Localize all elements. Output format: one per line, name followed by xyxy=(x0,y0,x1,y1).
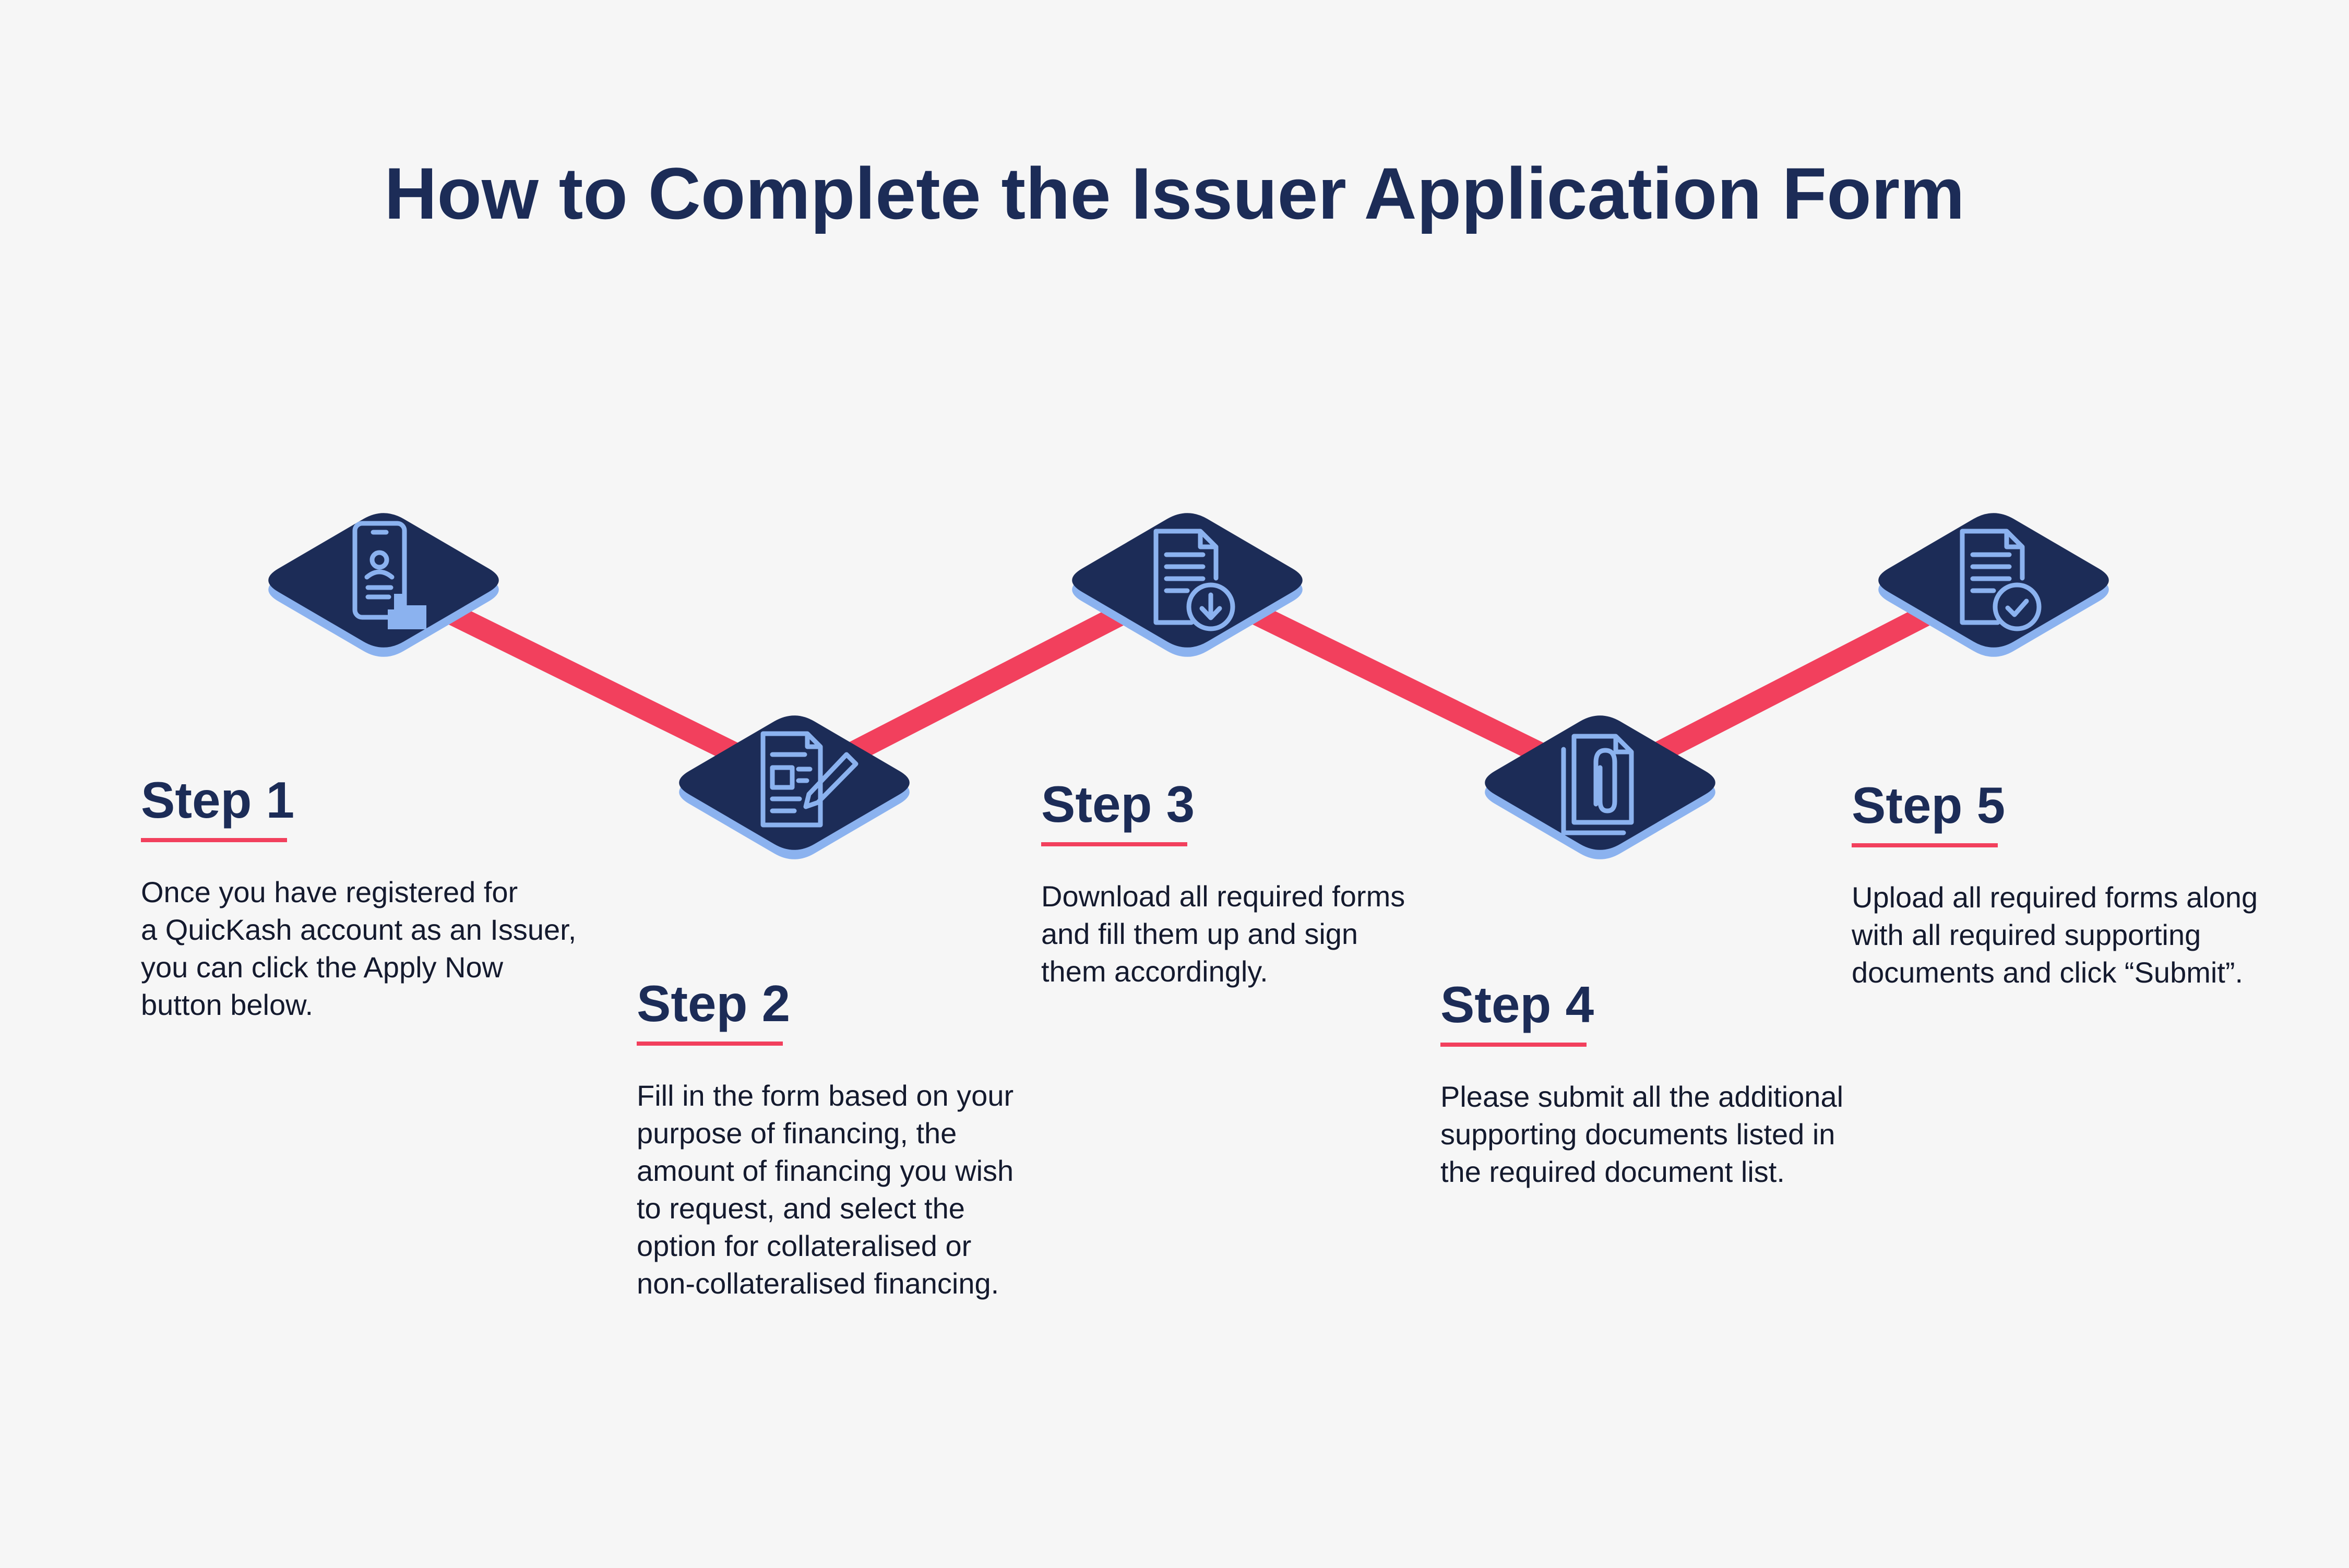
step-3-description: Download all required forms and fill the… xyxy=(1041,878,1405,990)
step-2-line-2: purpose of financing, the xyxy=(637,1116,957,1150)
step-4-underline xyxy=(1440,1042,1587,1047)
document-attachment-icon xyxy=(1561,734,1634,835)
step-5-heading: Step 5 xyxy=(1852,776,2006,834)
step-4-line-2: supporting documents listed in xyxy=(1440,1117,1835,1151)
phone-tap-icon xyxy=(352,521,426,629)
step-1-node xyxy=(268,513,499,657)
step-2-line-6: non-collateralised financing. xyxy=(637,1266,999,1300)
step-2-line-4: to request, and select the xyxy=(637,1191,965,1225)
step-5-block: Step 5 Upload all required forms along w… xyxy=(1852,777,2258,991)
step-4-node xyxy=(1485,715,1715,859)
step-1-block: Step 1 Once you have registered for a Qu… xyxy=(141,772,576,1024)
step-1-heading: Step 1 xyxy=(141,771,295,829)
step-1-line-4: button below. xyxy=(141,988,314,1021)
step-2-line-1: Fill in the form based on your xyxy=(637,1079,1014,1112)
step-3-line-1: Download all required forms xyxy=(1041,879,1405,913)
step-2-description: Fill in the form based on your purpose o… xyxy=(637,1077,1013,1302)
step-3-line-2: and fill them up and sign xyxy=(1041,917,1358,950)
step-2-line-3: amount of financing you wish xyxy=(637,1154,1014,1187)
step-1-underline xyxy=(141,837,287,842)
step-4-line-1: Please submit all the additional xyxy=(1440,1080,1844,1113)
step-nodes xyxy=(268,513,2109,859)
step-5-underline xyxy=(1852,843,1998,847)
step-3-underline xyxy=(1041,842,1187,846)
step-2-heading: Step 2 xyxy=(637,975,791,1032)
document-download-icon xyxy=(1153,529,1235,631)
step-2-block: Step 2 Fill in the form based on your pu… xyxy=(637,975,1013,1302)
step-3-line-3: them accordingly. xyxy=(1041,954,1268,988)
step-5-node xyxy=(1878,513,2109,657)
step-5-line-1: Upload all required forms along xyxy=(1852,880,2258,914)
step-1-diamond xyxy=(268,513,499,648)
step-4-description: Please submit all the additional support… xyxy=(1440,1078,1843,1191)
step-3-node xyxy=(1072,513,1303,657)
step-4-line-3: the required document list. xyxy=(1440,1155,1785,1188)
step-1-description: Once you have registered for a QuicKash … xyxy=(141,873,576,1024)
step-5-line-3: documents and click “Submit”. xyxy=(1852,955,2244,989)
step-4-heading: Step 4 xyxy=(1440,976,1594,1033)
step-1-line-1: Once you have registered for xyxy=(141,875,518,908)
step-3-block: Step 3 Download all required forms and f… xyxy=(1041,776,1405,990)
form-edit-icon xyxy=(760,731,858,828)
step-1-line-3: you can click the Apply Now xyxy=(141,950,504,984)
step-2-node xyxy=(679,715,910,859)
step-5-line-2: with all required supporting xyxy=(1852,918,2201,951)
step-2-underline xyxy=(637,1041,783,1046)
step-5-description: Upload all required forms along with all… xyxy=(1852,879,2258,991)
page-title: How to Complete the Issuer Application F… xyxy=(384,152,1965,234)
step-2-line-5: option for collateralised or xyxy=(637,1229,972,1262)
document-check-icon xyxy=(1960,529,2042,631)
step-3-heading: Step 3 xyxy=(1041,775,1195,833)
step-1-line-2: a QuicKash account as an Issuer, xyxy=(141,913,577,946)
step-4-block: Step 4 Please submit all the additional … xyxy=(1440,976,1843,1191)
